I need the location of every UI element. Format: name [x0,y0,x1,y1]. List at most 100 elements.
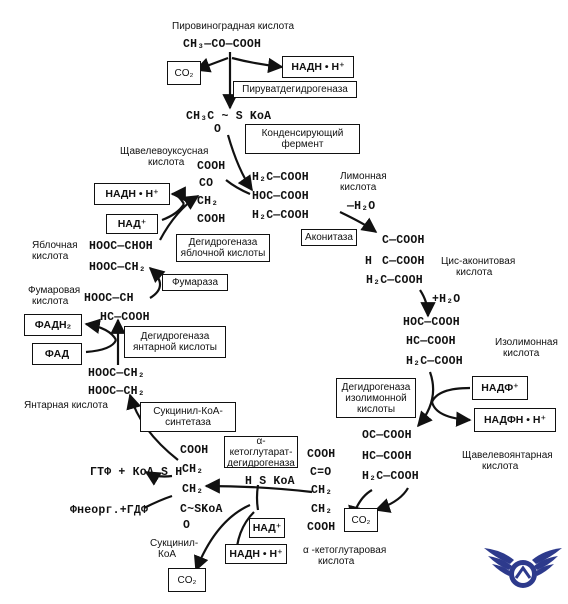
winged-logo-icon [484,548,562,588]
cisaconitate-l2: C—COOH [382,255,425,268]
citrate-l2: HOC—COOH [252,190,309,203]
arrow-nad-in [161,203,185,222]
nadh-box-pdh: НАДН • Н⁺ [282,56,354,78]
succinylcoa-l1: COOH [180,444,209,457]
succinylcoa-l2: CH₂ [182,463,204,476]
arrow-oxaloacetate-citrate [225,179,251,196]
arrow-citrate-cisaconitate [339,211,378,233]
arrow-cisaconitate-isocitrate [419,289,436,318]
fumarate-l2: HC—COOH [100,311,150,324]
succinylcoa-l3: CH₂ [182,483,204,496]
gtp-label: ГТФ + КоА S H [90,466,183,479]
arrow-fadh2-out [84,318,117,341]
akg-l1: COOH [307,448,336,461]
arrow-gdp [143,494,173,509]
akg-l2: C=O [310,466,332,479]
akg-l4: CH₂ [311,503,333,516]
succinylcoa-l4: C~SKoA [180,503,223,516]
akg-l5: COOH [307,521,336,534]
arrow-isocitrate-oxalosuccinate [417,371,435,428]
enzyme-akgdh: α-кетоглутарат-дегидрогеназа [224,436,298,469]
oxaloacetate-l2: CO [199,177,214,190]
enzyme-scs: Сукцинил-КоА-синтетаза [140,402,236,432]
malate-name-2: кислота [32,251,69,262]
nadph-box: НАДФН • Н⁺ [474,408,556,432]
cisaconitate-l3: H₂C—COOH [366,274,423,287]
co2-box-akgdh: CO₂ [168,568,206,592]
isocitrate-l3: H₂C—COOH [406,355,463,368]
fumarate-name-1: Фумаровая [28,285,81,296]
citrate-name-1: Лимонная [340,171,387,182]
enzyme-pdh: Пируватдегидрогеназа [233,81,357,98]
oxalosuccinate-name-2: кислота [482,461,519,472]
arrow-gtp [144,471,173,486]
cisaconitate-name-1: Цис-аконитовая [441,256,516,267]
hskoa-label: H S KoA [245,475,295,488]
succinylcoa-name-1: Сукцинил- [150,538,199,549]
cisaconitate-l1: C—COOH [382,234,425,247]
succinate-l1: HOOC—CH₂ [88,367,145,380]
malate-l2: HOOC—CH₂ [89,261,146,274]
arrow-acetylcoa-citrate [226,134,253,192]
oxalosuccinate-l1: OC—COOH [362,429,412,442]
oxalosuccinate-name-1: Щавелевоянтарная [462,450,553,461]
oxaloacetate-l4: COOH [197,213,226,226]
co2-box-pyruvate: CO₂ [167,61,201,85]
succinylcoa-o: O [183,519,191,532]
enzyme-fumarase: Фумараза [162,274,228,291]
akg-name-2: кислота [318,556,355,567]
gdp-label: Фнеорг.+ГДФ [70,504,149,517]
arrow-akg-succinylcoa [204,478,313,494]
co2-box-oxalosuccinate: CO₂ [344,508,378,532]
pyruvate-name: Пировиноградная кислота [172,21,295,32]
pyruvate-formula: CH₃—CO—COOH [183,38,262,51]
nadp-box: НАДФ⁺ [472,376,528,400]
succinylcoa-name-2: КоА [158,549,177,560]
malate-l1: HOOC—CHOH [89,240,153,253]
nad-box-mdh: НАД⁺ [106,214,158,234]
isocitrate-name-2: кислота [503,348,540,359]
water-out: —H₂O [347,200,376,213]
akg-name-1: α -кетоглутаровая [303,545,387,556]
isocitrate-l1: HOC—COOH [403,316,460,329]
citrate-l1: H₂C—COOH [252,171,309,184]
akg-l3: CH₂ [311,484,333,497]
arrow-nadh-pdh [231,56,284,74]
enzyme-aconitase: Аконитаза [301,229,357,246]
nad-box-akgdh: НАД⁺ [249,518,285,538]
acetylcoa-formula: CH₃C ~ S KoA [186,110,272,123]
oxaloacetate-l3: CH₂ [197,195,219,208]
arrow-malate-oxaloacetate [159,195,200,241]
fumarate-name-2: кислота [32,296,69,307]
succinate-l2: HOOC—CH₂ [88,385,145,398]
arrow-nadh-out [170,186,186,205]
isocitrate-name-1: Изолимонная [495,337,558,348]
isocitrate-l2: HC—COOH [406,335,456,348]
cisaconitate-h: H [365,255,373,268]
acetylcoa-oxygen: O [214,123,222,136]
arrow-hskoa [255,484,260,511]
cisaconitate-name-2: кислота [456,267,493,278]
oxalosuccinate-l2: HC—COOH [362,450,412,463]
citrate-l3: H₂C—COOH [252,209,309,222]
oxaloacetate-name-1: Щавелевоуксусная [120,146,209,157]
arrow-oxalosuccinate-akg [374,487,409,513]
arrow-nadph-out [430,401,472,427]
citrate-name-2: кислота [340,182,377,193]
oxalosuccinate-l3: H₂C—COOH [362,470,419,483]
fadh2-box: ФАДН₂ [24,314,82,336]
oxaloacetate-l1: COOH [197,160,226,173]
nadh-box-akgdh: НАДН • Н⁺ [225,544,287,564]
fad-box: ФАД [32,343,82,365]
water-in: +H₂O [432,293,461,306]
malate-name-1: Яблочная [32,240,78,251]
oxaloacetate-name-2: кислота [148,157,185,168]
arrow-fad-in [85,339,118,354]
nadh-box-mdh: НАДН • Н⁺ [94,183,170,205]
arrow-nadp-in [430,386,471,403]
